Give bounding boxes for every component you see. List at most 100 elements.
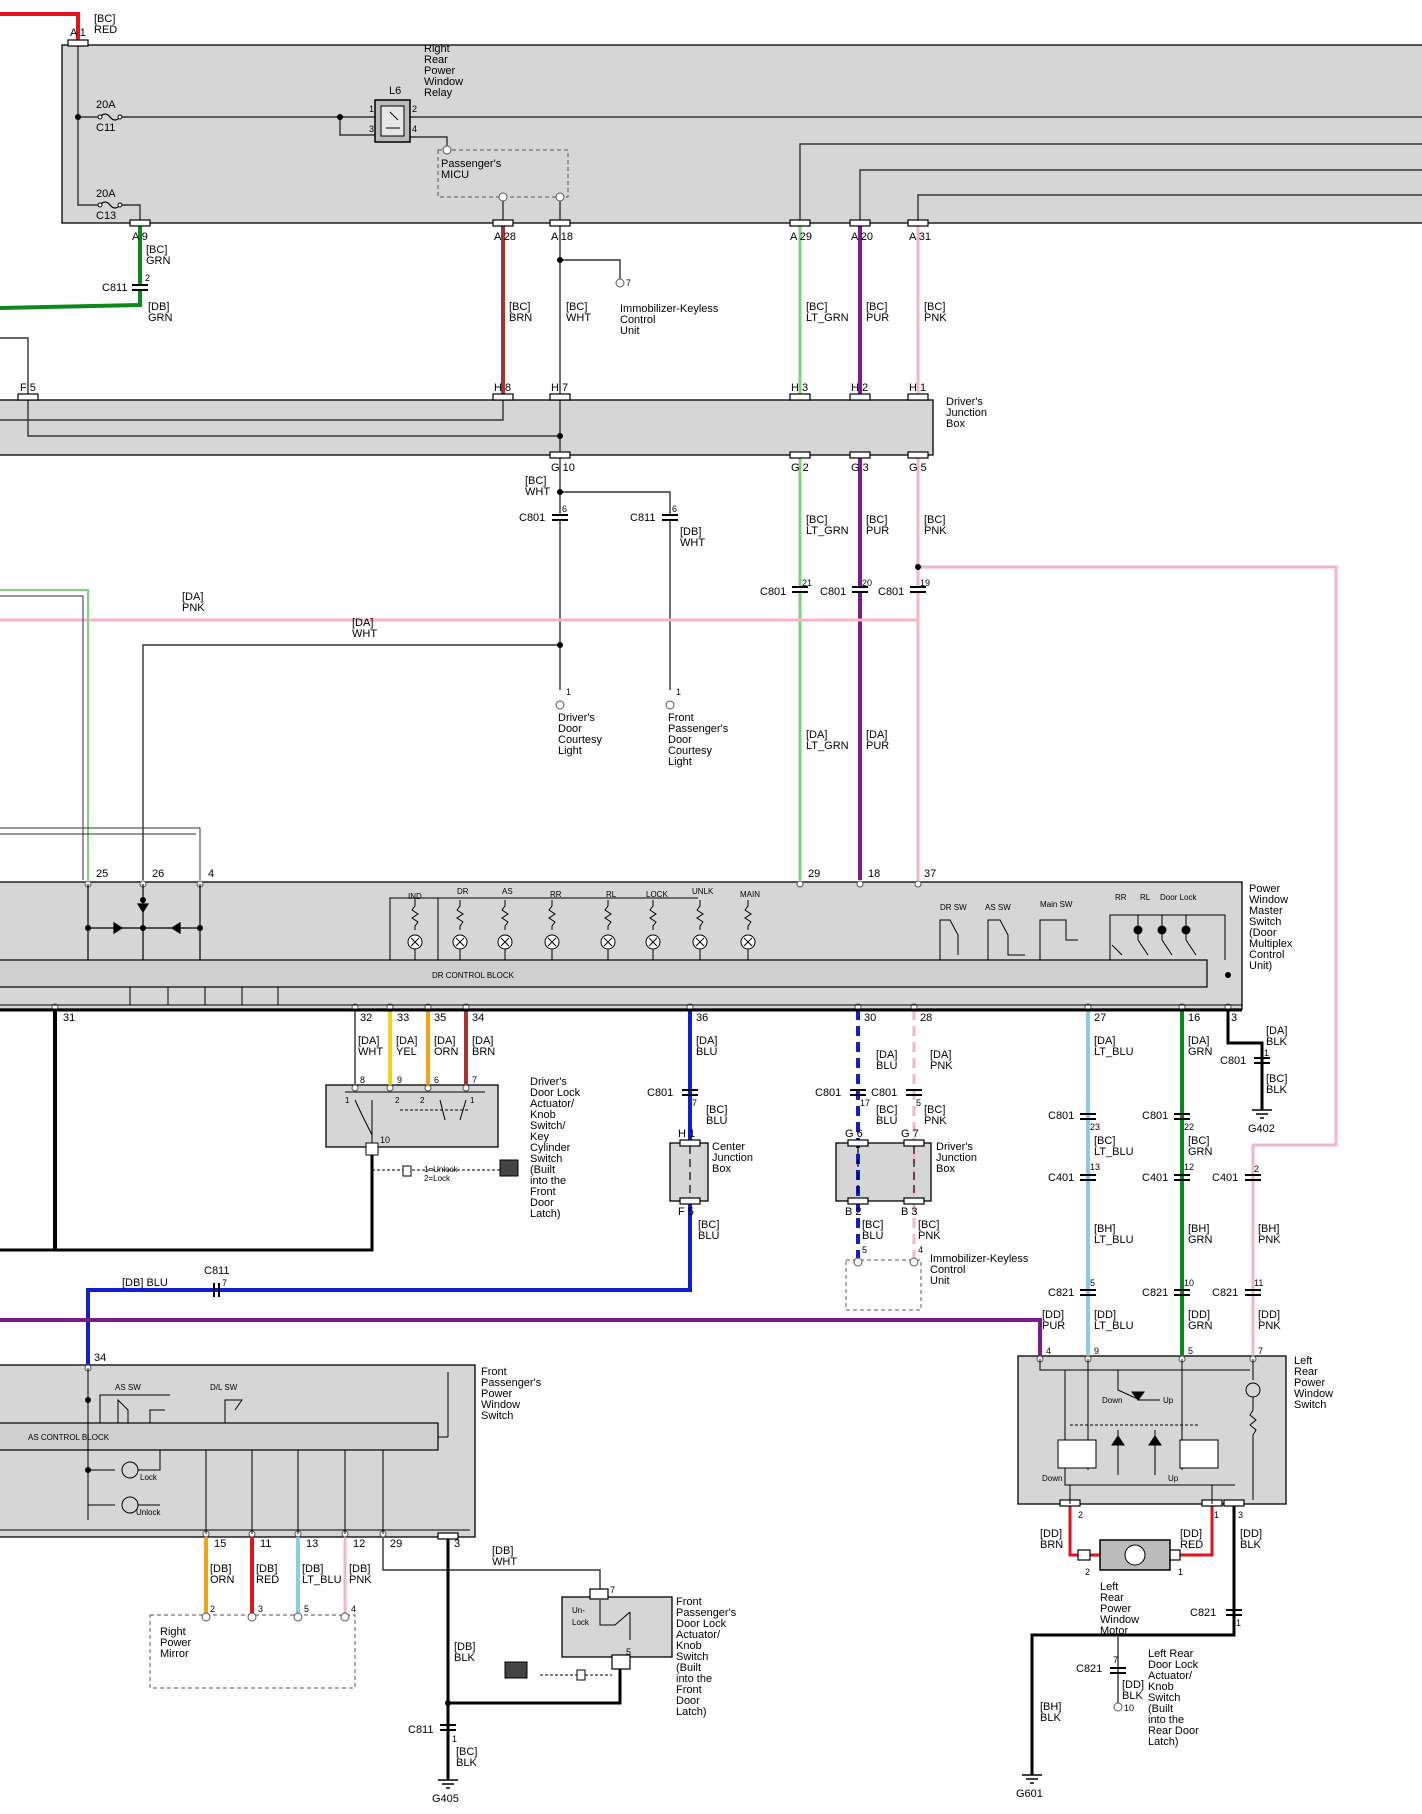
micu-box — [61, 44, 1422, 224]
pin-lr5: 5 — [1188, 1346, 1193, 1356]
conn-g5: G 5 — [909, 462, 927, 474]
center-junction-box — [669, 1142, 709, 1202]
wire-db-grn — [0, 290, 142, 310]
label-da-brn: [DA]BRN — [472, 1035, 495, 1058]
inline-connectors — [132, 284, 1270, 1731]
wire-djb-h8 — [0, 400, 504, 421]
sw-unlk: UNLK — [692, 887, 714, 896]
label-bc-blu3: [BC]BLU — [876, 1104, 897, 1127]
conn-c821d: C821 — [1190, 1607, 1216, 1619]
dl-actuator-internals — [345, 1091, 519, 1177]
label-bc-lt-grn2: [BC]LT_GRN — [806, 514, 849, 537]
pin-dl7: 7 — [472, 1075, 477, 1085]
pin-immob-top: 7 — [626, 278, 631, 288]
sw-ind: IND — [408, 892, 422, 901]
pin-c801e: 7 — [692, 1098, 697, 1108]
sw-up: Up — [1163, 1396, 1174, 1405]
conn-f5: F 5 — [20, 382, 36, 394]
label-bc-pur: [BC]PUR — [866, 301, 889, 324]
pin-c811c: 7 — [222, 1278, 227, 1288]
wire-dd-brn — [1068, 1504, 1100, 1557]
conn-h7: H 7 — [551, 382, 568, 394]
conn-h1b: H 1 — [678, 1128, 695, 1140]
pin-p36: 36 — [696, 1012, 708, 1024]
sw-dl-sw: D/L SW — [210, 1383, 238, 1392]
left-rear-power-window-switch-box — [1017, 1355, 1287, 1505]
label-bh-grn: [BH]GRN — [1188, 1223, 1213, 1246]
indicator-lamp-ind — [407, 900, 423, 960]
pin-r4: 4 — [412, 124, 417, 134]
pin-fp3: 3 — [454, 1538, 460, 1550]
label-bc-lt-grn: [BC]LT_GRN — [806, 301, 849, 324]
pin-fpdl5: 5 — [626, 1647, 631, 1657]
sw-rr: RR — [550, 890, 562, 899]
conn-c801i: C801 — [1048, 1110, 1074, 1122]
conn-a29: A 29 — [790, 231, 812, 243]
pin-lr7: 7 — [1258, 1346, 1263, 1356]
wire-left-grn — [0, 589, 89, 880]
pin-c821c: 11 — [1254, 1278, 1263, 1288]
wire-left-grn2 — [0, 595, 84, 880]
sw-door-lock: Door Lock — [1160, 893, 1197, 902]
indicator-lamps — [389, 897, 756, 960]
pin-fp12: 12 — [353, 1538, 365, 1550]
label-unlock-1: 1=Unlock — [424, 1165, 459, 1174]
relay-l6 — [374, 99, 411, 143]
conn-h1: H 1 — [909, 382, 926, 394]
conn-c801d: C801 — [878, 586, 904, 598]
label-bc-pnk2: [BC]PNK — [924, 514, 947, 537]
label-bc-grn2: [BC]GRN — [1188, 1135, 1213, 1158]
conn-c801f: C801 — [815, 1087, 841, 1099]
pin-c801i: 23 — [1090, 1122, 1100, 1132]
sw-up2: Up — [1168, 1474, 1179, 1483]
label-bh-lt-blu: [BH]LT_BLU — [1094, 1223, 1134, 1246]
label-db-pnk: [DB]PNK — [349, 1563, 372, 1586]
label-db-grn: [DB]GRN — [148, 301, 173, 324]
pin-c821e: 7 — [1113, 1655, 1118, 1665]
pin-fp13: 13 — [306, 1538, 318, 1550]
conn-c801e: C801 — [647, 1087, 673, 1099]
indicator-lamp — [452, 900, 468, 960]
front-passenger-door-lock-actuator-box — [561, 1596, 673, 1658]
pwms-right-switches — [939, 914, 1226, 960]
pin-lr3: 3 — [1238, 1510, 1243, 1520]
conn-a9: A 9 — [132, 231, 148, 243]
label-db-blu: [DB] BLU — [122, 1277, 168, 1289]
label-bc-blu4: [BC]BLU — [862, 1219, 883, 1242]
pin-p34: 34 — [472, 1012, 484, 1024]
pin-fp29: 29 — [390, 1538, 402, 1550]
conn-g7: G 7 — [901, 1128, 919, 1140]
wire-bc-red — [0, 12, 80, 44]
conn-h8: H 8 — [494, 382, 511, 394]
label-da-yel: [DA]YEL — [396, 1035, 417, 1058]
label-fuse1-id: C11 — [96, 122, 115, 134]
conn-c811b: C811 — [630, 512, 655, 524]
conn-b3: B 3 — [901, 1206, 918, 1218]
pin-rm3: 3 — [258, 1604, 263, 1614]
wire-da-blk — [1226, 1010, 1264, 1110]
pin-fpdl7: 7 — [610, 1585, 615, 1595]
label-g405: G405 — [432, 1793, 459, 1805]
dr-control-block — [0, 959, 1208, 988]
label-dd-brn: [DD]BRN — [1040, 1528, 1063, 1551]
pin-lr-dl: 10 — [1124, 1703, 1134, 1713]
indicator-lamp — [497, 900, 513, 960]
conn-h3: H 3 — [791, 382, 808, 394]
conn-c401a: C401 — [1048, 1172, 1074, 1184]
pin-rm4: 4 — [351, 1604, 356, 1614]
drivers-junction-box — [0, 399, 934, 456]
conn-c811: C811 — [102, 282, 127, 294]
pin-lr4: 4 — [1046, 1346, 1051, 1356]
wire-db-wht2 — [382, 1537, 601, 1597]
label-dd-pnk: [DD]PNK — [1258, 1309, 1281, 1332]
pin-s2b: 2 — [420, 1096, 425, 1105]
pin-drv-light: 1 — [566, 687, 571, 697]
front-passenger-power-window-switch-box — [0, 1364, 476, 1538]
fp-dl-internals — [504, 1600, 631, 1681]
